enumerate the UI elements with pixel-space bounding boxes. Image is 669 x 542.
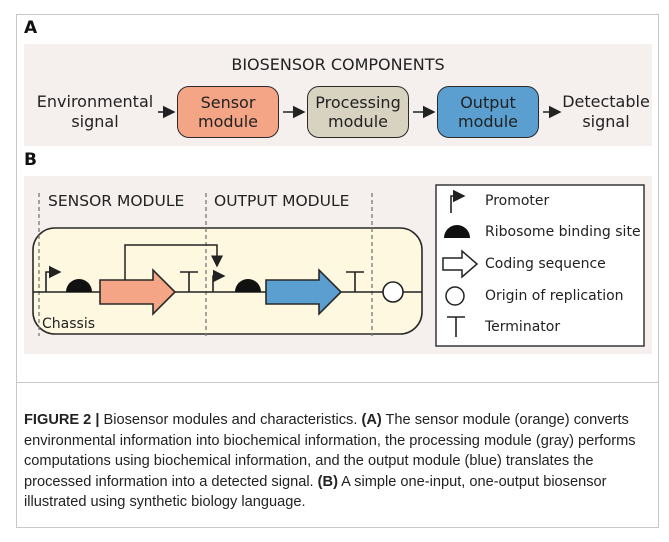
origin-of-replication-icon [445,286,465,306]
caption-ref-a: (A) [361,412,382,428]
figure-label: FIGURE 2 | [24,412,100,428]
legend-coding-sequence-label: Coding sequence [485,256,606,272]
coding-sequence-icon [265,268,343,316]
output-module-label: OUTPUT MODULE [214,192,350,210]
legend-promoter-label: Promoter [485,193,550,209]
ribosome-binding-site-icon [444,225,470,238]
promoter-icon [450,189,466,213]
panel-a-arrows [158,105,562,119]
biosensor-components-title: BIOSENSOR COMPONENTS [231,55,445,74]
terminator-icon [180,271,198,292]
coding-sequence-icon [99,268,177,316]
figure-frame [16,14,659,528]
legend-origin-label: Origin of replication [485,288,624,304]
sensor-module-label: SENSOR MODULE [48,192,185,210]
legend-terminator-label: Terminator [485,319,561,335]
caption-text-3: A simple one-input, one-output biosensor… [24,473,607,511]
origin-of-replication-icon [382,281,404,303]
chassis-label: Chassis [42,316,95,332]
promoter-icon [212,269,226,292]
caption-text-2: The sensor module (orange) converts envi… [24,412,636,490]
panel-a-letter: A [24,18,38,38]
coding-sequence-icon [442,249,479,279]
caption-ref-b: (B) [317,473,338,490]
terminator-icon [346,271,364,292]
ribosome-binding-site-icon [235,279,261,292]
caption-separator [16,382,659,383]
terminator-icon [447,316,465,337]
regulation-arrow [124,244,223,280]
caption-text-1: Biosensor modules and characteristics. [99,412,362,428]
figure-caption: FIGURE 2 | Biosensor modules and charact… [24,410,644,513]
panel-b-letter: B [24,150,37,170]
promoter-icon [45,265,62,292]
ribosome-binding-site-icon [66,279,92,292]
legend-rbs-label: Ribosome binding site [485,224,641,240]
